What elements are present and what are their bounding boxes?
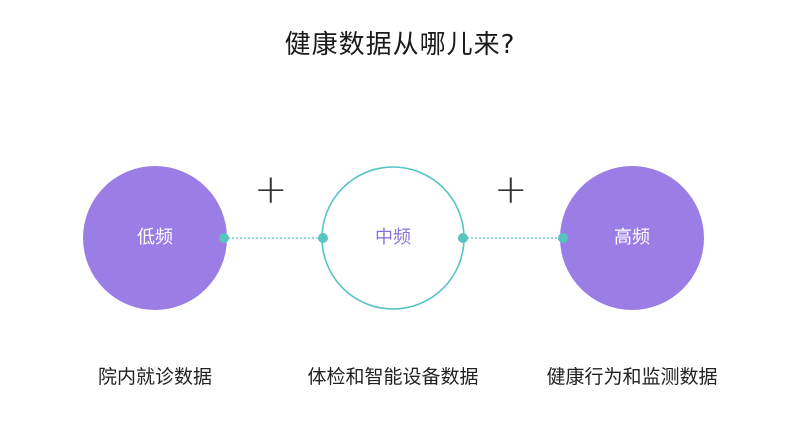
node-high-caption: 健康行为和监测数据 [546, 366, 718, 388]
node-mid-caption: 体检和智能设备数据 [307, 366, 479, 388]
plus-operator: + [254, 167, 288, 213]
connector-dot [318, 233, 328, 243]
connector-dot [558, 233, 568, 243]
node-high-label: 高频 [614, 227, 650, 248]
connector-dot [458, 233, 468, 243]
node-low-label: 低频 [137, 227, 173, 248]
node-high-circle [560, 166, 704, 310]
connector-dot [219, 233, 229, 243]
node-low-caption: 院内就诊数据 [97, 366, 212, 388]
plus-operator: + [494, 167, 528, 213]
node-mid-label: 中频 [375, 227, 411, 248]
node-low-circle [83, 166, 227, 310]
page-title: 健康数据从哪儿来? [284, 30, 516, 60]
